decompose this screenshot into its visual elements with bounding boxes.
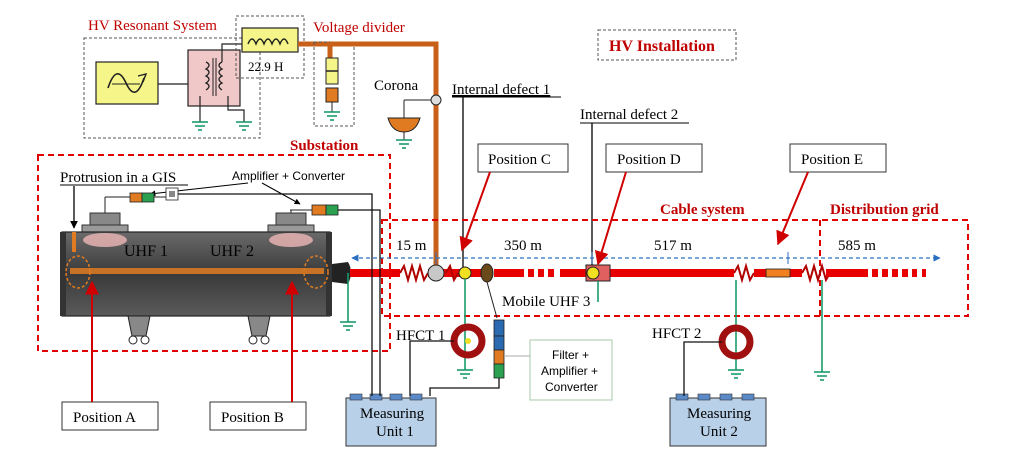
- hfct2-label: HFCT 2: [652, 326, 701, 342]
- cable-joint-e: [765, 268, 791, 278]
- position-c-box: [477, 143, 569, 173]
- ground-icon: [396, 139, 412, 149]
- inductor-icon: [247, 38, 289, 46]
- amplifier-converter-label: Amplifier + Converter: [232, 169, 345, 183]
- ground-icon: [814, 371, 830, 381]
- filter-amplifier-converter-module: [493, 319, 505, 379]
- mobile-uhf3-label: Mobile UHF 3: [502, 294, 590, 310]
- distance-585m: 585 m: [838, 238, 876, 254]
- measuring-unit-1-line1: Measuring: [360, 406, 425, 422]
- hfct1-label: HFCT 1: [396, 328, 445, 344]
- filter-label-1: Filter +: [552, 348, 589, 362]
- position-a-box: [61, 401, 159, 431]
- measuring-unit-1: [345, 393, 437, 447]
- ac-source-icon: [107, 73, 145, 93]
- uhf2-label: UHF 2: [210, 243, 254, 260]
- protrusion-gis-label: Protrusion in a GIS: [60, 170, 176, 186]
- inductance-label: 22.9 H: [248, 59, 283, 74]
- ground-icon: [457, 369, 473, 379]
- position-d-box: [605, 143, 703, 173]
- hv-wire: [330, 41, 439, 272]
- distance-517m: 517 m: [654, 238, 692, 254]
- ground-icon: [340, 321, 356, 331]
- position-a-label: Position A: [73, 410, 136, 426]
- amplifier-module-1: [120, 187, 179, 203]
- defect-2-marker: [586, 266, 600, 280]
- cable-system-region: [381, 219, 969, 317]
- internal-defect-1-label: Internal defect 1: [452, 82, 550, 98]
- distance-350m: 350 m: [504, 238, 542, 254]
- ac-source-box: [95, 61, 159, 105]
- position-e-box: [789, 143, 887, 173]
- filter-label-2: Amplifier +: [541, 364, 598, 378]
- position-c-label: Position C: [488, 152, 551, 168]
- transformer-box: [187, 49, 241, 107]
- hv-installation-label: HV Installation: [609, 38, 715, 55]
- uhf-sensor-1: [81, 212, 129, 234]
- measuring-unit-2-line2: Unit 2: [700, 424, 738, 440]
- substation-region: [37, 154, 391, 352]
- uhf-sensor-2: [267, 212, 315, 234]
- uhf1-label: UHF 1: [124, 243, 168, 260]
- defect-1-marker: [458, 266, 472, 280]
- cable-connection-node: [427, 264, 445, 282]
- measuring-unit-2-line1: Measuring: [687, 406, 752, 422]
- hv-installation-box: [597, 29, 737, 61]
- internal-defect-2-label: Internal defect 2: [580, 107, 678, 123]
- ground-icon: [236, 121, 252, 131]
- ground-icon: [192, 121, 208, 131]
- position-b-label: Position B: [221, 410, 284, 426]
- filter-label-3: Converter: [545, 380, 598, 394]
- ground-icon: [728, 369, 744, 379]
- ground-icon: [324, 111, 340, 121]
- signal-cables: [178, 193, 722, 396]
- resonant-system-box: [83, 37, 261, 139]
- corona-electrode-icon: [387, 117, 421, 133]
- position-e-label: Position E: [801, 152, 863, 168]
- hv-resonant-system-title: HV Resonant System: [88, 18, 217, 34]
- measuring-unit-1-line2: Unit 1: [376, 424, 414, 440]
- gis-support: [127, 315, 271, 345]
- distribution-grid-label: Distribution grid: [830, 202, 939, 218]
- measuring-unit-2: [669, 393, 767, 447]
- position-b-box: [209, 401, 307, 431]
- distance-15m: 15 m: [396, 238, 427, 254]
- corona-label: Corona: [374, 78, 419, 94]
- cable-system-label: Cable system: [660, 202, 745, 218]
- mobile-uhf3-sensor: [480, 263, 494, 283]
- substation-label: Substation: [290, 138, 359, 154]
- voltage-divider-label: Voltage divider: [313, 20, 405, 36]
- filter-label-box: [529, 339, 613, 401]
- transformer-icon: [204, 61, 224, 91]
- position-d-label: Position D: [617, 152, 681, 168]
